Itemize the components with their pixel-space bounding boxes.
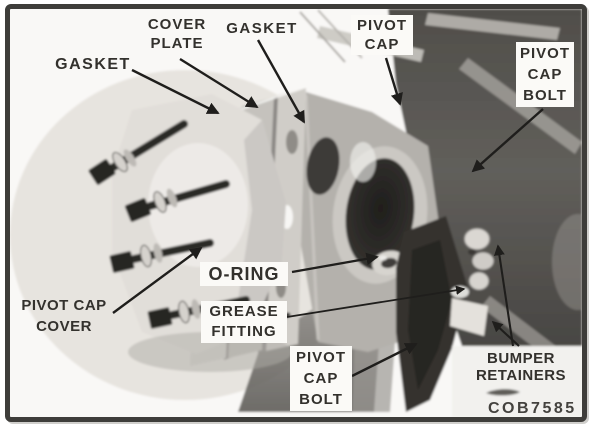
figure-code: COB7585 bbox=[488, 400, 577, 417]
arrow-gasket-top bbox=[256, 39, 306, 124]
arrow-pivot-cap bbox=[384, 57, 403, 106]
label-bumper-retainers: BUMPER RETAINERS bbox=[475, 350, 567, 384]
label-pivot-cap-bolt-right: PIVOT CAP BOLT bbox=[516, 42, 574, 107]
arrow-cover-plate bbox=[179, 57, 259, 109]
arrow-bumper-retainer-2 bbox=[491, 320, 520, 347]
arrow-pivot-cap-bolt-bottom bbox=[351, 342, 418, 378]
label-gasket-top: GASKET bbox=[226, 20, 298, 37]
label-gasket-left: GASKET bbox=[55, 56, 131, 73]
callout-arrows bbox=[112, 39, 544, 378]
arrow-bumper-retainer-1 bbox=[493, 244, 515, 347]
label-pivot-cap-cover: PIVOT CAP COVER bbox=[21, 297, 107, 335]
label-grease-fitting: GREASE FITTING bbox=[201, 301, 287, 343]
arrow-pivot-cap-cover bbox=[112, 246, 203, 314]
label-o-ring: O-RING bbox=[200, 262, 288, 286]
arrow-o-ring bbox=[291, 252, 379, 274]
arrow-grease-fitting bbox=[286, 285, 466, 318]
label-pivot-cap: PIVOT CAP bbox=[351, 15, 413, 55]
arrow-pivot-cap-bolt-right bbox=[471, 108, 544, 173]
label-cover-plate: COVER PLATE bbox=[147, 16, 207, 52]
label-pivot-cap-bolt-bottom: PIVOT CAP BOLT bbox=[290, 346, 352, 411]
arrow-gasket-left bbox=[131, 68, 220, 115]
